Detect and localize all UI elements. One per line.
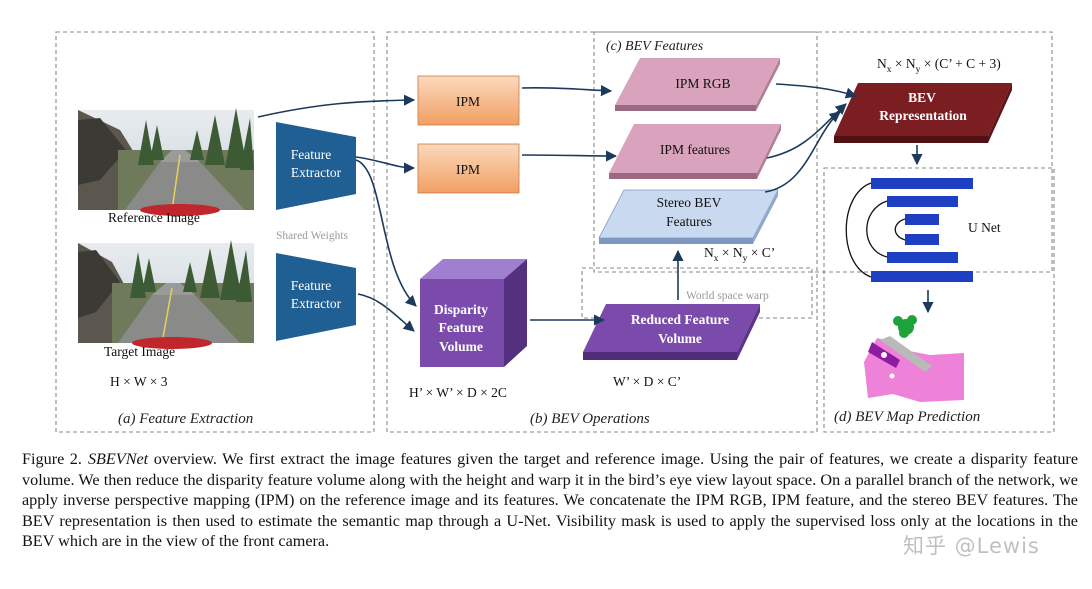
disparity-volume-line3: Volume (439, 339, 483, 354)
arrow-ipm-to-features (521, 150, 618, 162)
bev-map-output (864, 315, 964, 402)
disparity-volume-dims: H’ × W’ × D × 2C (409, 385, 507, 400)
arrow-rgb-to-bev (775, 83, 858, 99)
figure-caption: Figure 2. SBEVNet overview. We first extr… (22, 449, 1078, 552)
target-image (78, 240, 254, 349)
reference-image-label: Reference Image (108, 210, 200, 225)
panel-bev-features (593, 31, 1053, 273)
panel-label-d: (d) BEV Map Prediction (834, 409, 980, 425)
panel-label-c: (c) BEV Features (606, 39, 704, 54)
watermark-text: 知乎 @Lewis (903, 534, 1040, 558)
feature-extractor-top-line1: Feature (291, 147, 331, 162)
reduced-volume-line1: Reduced Feature (631, 312, 729, 327)
arrow-extractor-to-ipm (355, 156, 416, 174)
caption-title: SBEVNet (87, 450, 149, 468)
caption-body: overview. We first extract the image fea… (22, 450, 1079, 550)
bev-representation (834, 83, 1012, 143)
ipm-features-label: IPM features (660, 142, 730, 157)
ipm-box-bottom (417, 143, 520, 194)
bev-rep-line1: BEV (908, 90, 936, 105)
ipm-box-bottom-label: IPM (456, 162, 480, 177)
unet-blocks (871, 178, 973, 282)
stereo-bev-dims: Nx × Ny × C’ (704, 245, 775, 264)
arrow-extractor-top-to-volume (355, 159, 417, 307)
unet-label: U Net (968, 220, 1001, 235)
target-image-label: Target Image (104, 344, 175, 359)
ipm-box-top-label: IPM (456, 94, 480, 109)
panel-label-a: (a) Feature Extraction (118, 411, 253, 427)
stereo-bev-line1: Stereo BEV (657, 195, 722, 210)
arrow-ref-to-ipm (257, 94, 416, 118)
feature-extractor-top-line2: Extractor (291, 165, 342, 180)
feature-extractor-top (276, 122, 356, 210)
ipm-box-top (417, 75, 520, 126)
arrow-stereo-to-bev (764, 111, 841, 193)
ipm-features-plane (609, 124, 781, 179)
reduced-feature-volume (583, 304, 760, 360)
ipm-rgb-plane (615, 58, 780, 111)
panel-feature-extraction (55, 31, 375, 433)
disparity-feature-volume (420, 259, 527, 367)
reduced-volume-line2: Volume (658, 331, 702, 346)
sbevnet-diagram: (a) Feature Extraction (b) BEV Operation… (55, 31, 1055, 433)
panel-label-b: (b) BEV Operations (530, 411, 650, 427)
disparity-volume-line1: Disparity (434, 302, 488, 317)
world-space-warp-label: World space warp (686, 290, 769, 302)
feature-extractor-bottom-line2: Extractor (291, 296, 342, 311)
bev-rep-line2: Representation (879, 108, 967, 123)
stereo-bev-features-plane (598, 189, 779, 244)
bev-rep-dims: Nx × Ny × (C’ + C + 3) (877, 56, 1001, 75)
disparity-volume-line2: Feature (439, 320, 484, 335)
feature-extractor-bottom (276, 253, 356, 341)
unet-skip-connections (845, 182, 906, 278)
input-dimensions: H × W × 3 (110, 374, 168, 389)
stereo-bev-line2: Features (666, 214, 712, 229)
reference-image (78, 108, 254, 216)
ipm-rgb-label: IPM RGB (675, 76, 730, 91)
panel-bev-map-prediction (823, 167, 1055, 433)
panel-bev-operations (386, 31, 818, 433)
feature-extractor-bottom-line1: Feature (291, 278, 331, 293)
arrow-extractor-bottom-to-volume (357, 293, 415, 332)
flow-arrows (257, 83, 934, 332)
caption-label: Figure 2. (22, 450, 82, 468)
arrow-ipm-to-rgb (521, 85, 613, 97)
reduced-volume-dims: W’ × D × C’ (613, 374, 681, 389)
shared-weights-label: Shared Weights (276, 230, 349, 242)
